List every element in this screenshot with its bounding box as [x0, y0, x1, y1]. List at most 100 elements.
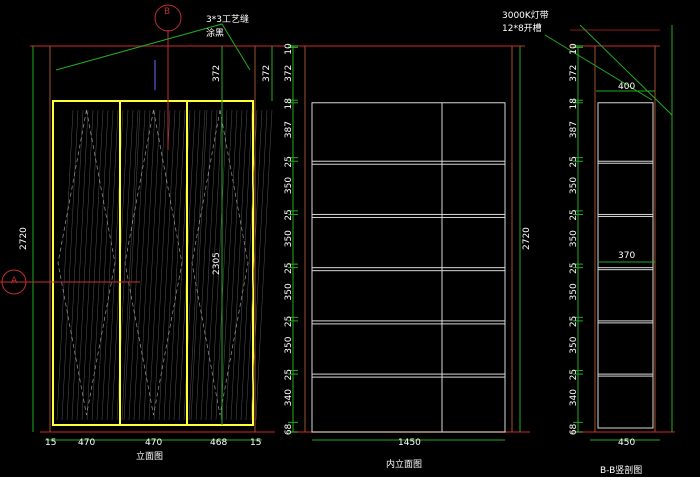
chain-label-25: 25: [569, 369, 579, 380]
chain-label-25: 25: [569, 156, 579, 167]
glass-hatch: [153, 109, 171, 421]
front-width-470-a: 470: [78, 438, 95, 448]
section-shelf: [597, 213, 654, 217]
chain-label-372: 372: [569, 65, 579, 82]
front-width-15-left: 15: [45, 438, 56, 448]
front-annotation-leader: [55, 23, 251, 71]
section-marker-a: [1, 269, 27, 295]
chain-label-372: 372: [284, 65, 294, 82]
door-open-marker: [57, 109, 116, 416]
section-leader-diagonal: [579, 24, 673, 116]
glass-hatch: [86, 109, 104, 421]
chain-label-68: 68: [284, 423, 294, 435]
chain-label-25: 25: [569, 209, 579, 220]
inner-shelf: [311, 320, 506, 325]
chain-label-350: 350: [569, 177, 579, 194]
front-title: 立面图: [136, 450, 163, 462]
front-width-470-b: 470: [145, 438, 162, 448]
section-annotation-1: 3000K灯带: [502, 10, 549, 21]
chain-label-387: 387: [284, 121, 294, 138]
chain-label-25: 25: [284, 209, 294, 220]
glass-hatch: [61, 109, 79, 421]
section-annotation-leader: [544, 34, 653, 101]
glass-hatch: [205, 109, 223, 421]
chain-label-350: 350: [284, 177, 294, 194]
glass-hatch: [76, 109, 94, 421]
front-top-gap: 372: [212, 65, 222, 82]
section-frame: [597, 102, 654, 429]
glass-hatch: [250, 109, 268, 421]
door-panel: [186, 100, 254, 426]
glass-hatch: [96, 109, 114, 421]
inner-shelf: [311, 213, 506, 218]
glass-hatch: [56, 109, 74, 421]
chain-label-340: 340: [569, 389, 579, 406]
section-shelf: [597, 160, 654, 164]
glass-hatch: [91, 109, 109, 421]
glass-hatch: [168, 109, 186, 421]
chain-label-10: 10: [569, 43, 579, 55]
section-depth-total: 450: [618, 438, 635, 448]
chain-label-350: 350: [284, 230, 294, 247]
chain-label-340: 340: [284, 389, 294, 406]
front-top-gap-right: 372: [262, 65, 272, 82]
front-total-height: 2720: [19, 227, 29, 250]
glass-hatch: [195, 109, 213, 421]
front-width-468: 468: [210, 438, 227, 448]
glass-hatch: [190, 109, 208, 421]
glass-hatch: [66, 109, 84, 421]
chain-label-10: 10: [284, 43, 294, 55]
glass-hatch: [101, 109, 119, 421]
inner-dimension-chain: 10 372 18 387 25 350 25 350 25 350 25 350 25 340 68: [284, 43, 298, 435]
chain-label-350: 350: [569, 230, 579, 247]
glass-hatch: [220, 109, 238, 421]
front-door-height: 2305: [212, 252, 222, 275]
chain-label-350: 350: [284, 283, 294, 300]
section-shelf: [597, 320, 654, 324]
section-title: B-B竖剖图: [600, 464, 642, 476]
section-shelf: [597, 267, 654, 271]
chain-label-25: 25: [284, 369, 294, 380]
glass-hatch: [81, 109, 99, 421]
chain-label-25: 25: [284, 262, 294, 273]
section-depth-shelf: 370: [618, 251, 635, 261]
glass-hatch: [200, 109, 218, 421]
glass-hatch: [133, 109, 151, 421]
glass-hatch: [143, 109, 161, 421]
section-depth-top: 400: [618, 82, 635, 92]
chain-label-68: 68: [569, 423, 579, 435]
glass-hatch: [188, 109, 206, 421]
section-annotation-2: 12*8开槽: [502, 22, 542, 34]
chain-label-387: 387: [569, 121, 579, 138]
inner-shelf: [311, 267, 506, 272]
glass-hatch: [71, 109, 89, 421]
door-open-marker: [191, 109, 249, 416]
inner-width: 1450: [398, 438, 421, 448]
chain-label-18: 18: [569, 98, 579, 110]
section-marker-a-label: A: [11, 276, 18, 286]
section-marker-b-label: B: [164, 7, 170, 17]
front-annotation-2: 涂黑: [206, 27, 224, 39]
chain-label-25: 25: [569, 316, 579, 327]
glass-hatch: [128, 109, 146, 421]
inner-shelf: [311, 373, 506, 378]
chain-label-25: 25: [284, 156, 294, 167]
glass-hatch: [235, 109, 253, 421]
chain-label-350: 350: [284, 336, 294, 353]
glass-hatch: [230, 109, 248, 421]
geometry-layer: [0, 4, 675, 441]
front-width-15-right: 15: [250, 438, 261, 448]
glass-hatch: [255, 109, 273, 421]
glass-hatch: [210, 109, 228, 421]
inner-total-height: 2720: [522, 227, 532, 250]
section-shelf: [597, 373, 654, 377]
chain-label-25: 25: [284, 316, 294, 327]
glass-hatch: [158, 109, 176, 421]
chain-label-18: 18: [284, 98, 294, 110]
chain-label-350: 350: [569, 283, 579, 300]
front-annotation-1: 3*3工艺缝: [206, 13, 249, 25]
glass-hatch: [148, 109, 166, 421]
